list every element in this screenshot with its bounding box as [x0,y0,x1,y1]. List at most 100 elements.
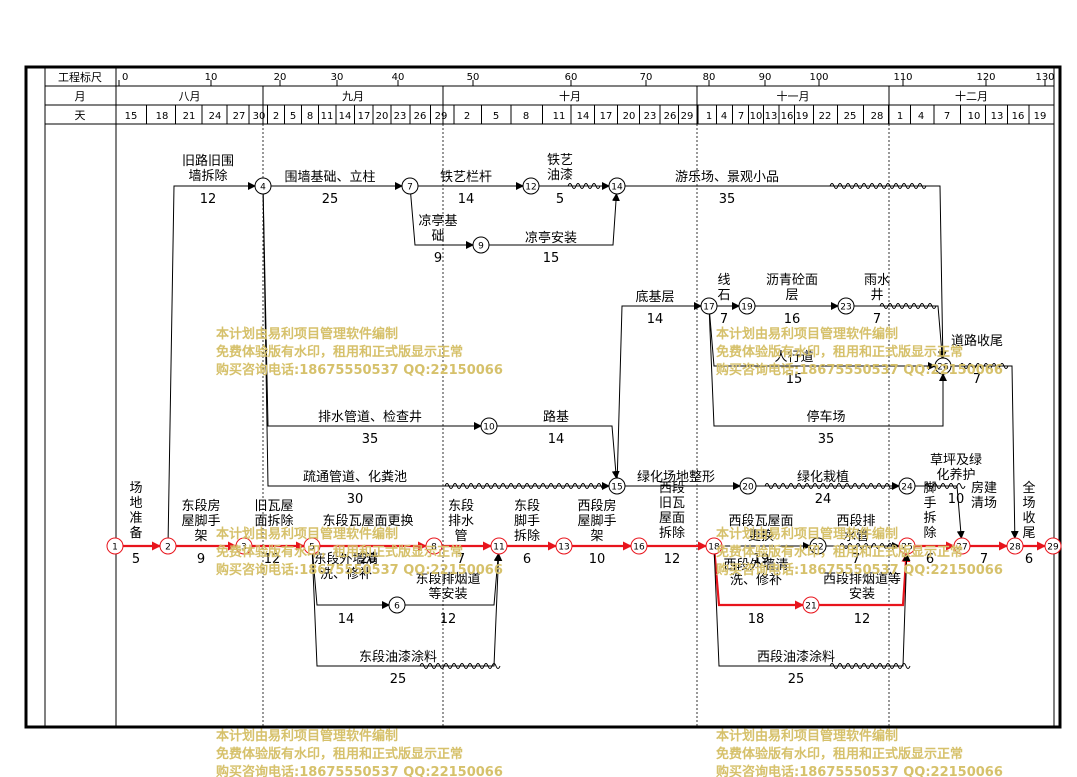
event-node-number: 5 [309,543,315,553]
task-name: 铁艺栏杆 [440,170,492,185]
task-name: 游乐场、景观小品 [675,170,779,185]
day-label: 天 [75,109,86,122]
event-node-number: 12 [525,183,536,193]
event-node-6: 6 [388,596,406,614]
task-name: 旧路旧围墙拆除 [182,153,234,184]
day-label: 17 [600,111,613,122]
task-name: 路基 [543,409,569,425]
month-label-4: 十一月 [777,89,810,103]
task-name: 凉亭安装 [525,230,577,246]
event-node-8: 8 [425,537,443,555]
event-node-number: 16 [633,543,645,553]
scale-tick-label: 110 [893,72,912,83]
task-name: 西段排烟道等安装 [823,571,901,602]
task-name: 停车场 [806,409,845,425]
day-label: 11 [553,111,566,122]
task-name: 草坪及绿化养护 [930,453,982,483]
event-node-13: 13 [555,537,573,555]
event-node-circle [802,596,820,614]
task-duration: 7 [980,552,988,567]
event-node-number: 23 [840,303,851,313]
edge-23-26 [854,305,946,360]
event-node-number: 2 [165,543,171,553]
day-label: 23 [644,111,657,122]
task-duration: 24 [815,492,832,507]
task-duration: 6 [926,552,934,567]
day-label: 13 [991,111,1004,122]
day-label: 20 [623,111,636,122]
task-duration: 25 [390,672,407,687]
event-node-number: 27 [956,543,967,553]
event-node-16: 16 [630,537,648,555]
event-node-circle [700,297,718,315]
task-name: 人行道 [774,350,813,365]
month-label-5: 十二月 [955,89,988,103]
task-duration: 14 [548,432,565,447]
watermark-text: 本计划由易利项目管理软件编制 [216,526,398,542]
day-label: 23 [394,111,407,122]
watermark-block: 本计划由易利项目管理软件编制免费体验版有水印，租用和正式版显示正常购买咨询电话:… [716,728,1003,777]
event-node-circle [809,537,827,555]
task-duration: 7 [973,372,981,387]
watermark-text: 购买咨询电话:18675550537 QQ:22150066 [216,764,503,777]
event-node-17: 17 [700,297,718,315]
day-label: 10 [968,111,981,122]
day-label: 10 [750,111,763,122]
edge-17-26-sidewalk [709,313,936,370]
event-node-circle [472,236,490,254]
day-label: 27 [233,111,246,122]
task-name: 铁艺油漆 [547,153,573,183]
event-node-number: 25 [901,543,912,553]
watermark-block: 本计划由易利项目管理软件编制免费体验版有水印，租用和正式版显示正常购买咨询电话:… [716,326,1003,378]
task-name: 东段排水管 [448,499,474,544]
watermark-text: 免费体验版有水印，租用和正式版显示正常 [716,544,963,560]
task-name: 绿化场地整形 [637,470,715,485]
event-node-circle [235,537,253,555]
event-node-number: 13 [558,543,569,553]
scale-tick-label: 70 [640,72,653,83]
event-node-21: 21 [802,596,820,614]
day-label: 8 [307,111,313,122]
event-node-number: 8 [431,543,437,553]
edge-5-6 [312,553,390,609]
event-node-circle [522,177,540,195]
free-float-wave [829,183,927,189]
task-name: 东段瓦屋面更换 [322,514,413,529]
edge-18-25 [713,552,911,667]
event-node-number: 10 [483,423,495,433]
task-duration: 14 [647,312,664,327]
watermark-text: 本计划由易利项目管理软件编制 [216,326,398,342]
day-label: 24 [209,111,222,122]
edge-15-17 [616,302,702,479]
event-node-circle [953,537,971,555]
day-label: 19 [796,111,809,122]
day-label: 26 [414,111,427,122]
event-node-26: 26 [934,357,952,375]
day-label: 19 [1034,111,1047,122]
watermark-text: 购买咨询电话:18675550537 QQ:22150066 [716,362,1003,378]
day-label: 2 [273,111,279,122]
task-name: 房建清场 [971,480,997,511]
task-t10_15: 路基 14 [543,409,569,447]
event-node-19: 19 [738,297,756,315]
scale-tick-label: 90 [759,72,772,83]
edge-4-15 [262,193,610,490]
month-label-3: 十月 [559,89,581,103]
task-name: 道路收尾 [951,333,1003,349]
day-label: 18 [156,111,169,122]
event-node-25: 25 [898,537,916,555]
